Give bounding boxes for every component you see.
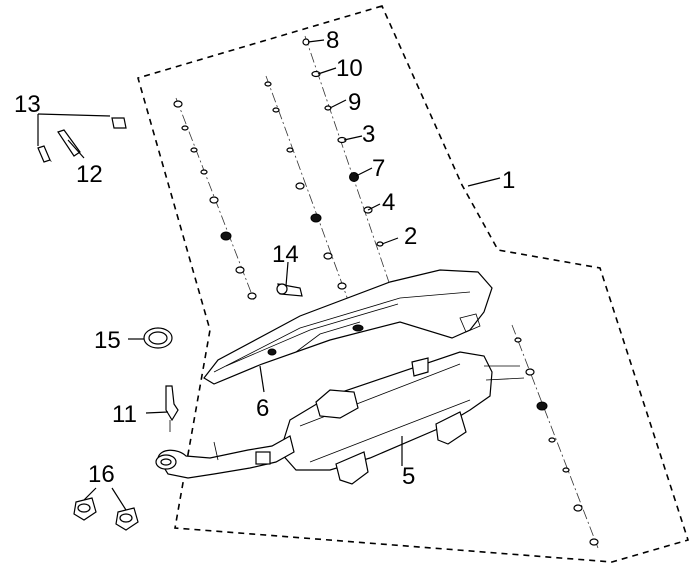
axis-b-fasteners (264, 81, 347, 290)
callout-7: 7 (372, 155, 385, 182)
callout-16: 16 (88, 461, 115, 488)
callout-13: 13 (14, 91, 41, 118)
sensor-part-11 (165, 385, 179, 432)
studs-part-12-13 (37, 117, 127, 163)
assembly-boundary (137, 5, 690, 563)
gasket-part-15 (143, 327, 173, 349)
callout-9: 9 (348, 89, 361, 116)
callout-15: 15 (94, 327, 121, 354)
exhaust-pipe (155, 435, 295, 479)
callout-12: 12 (76, 161, 103, 188)
exploded-axes (39, 35, 599, 549)
bolt-part-14 (276, 283, 303, 297)
callout-10: 10 (336, 55, 363, 82)
heat-shield (203, 269, 493, 385)
callout-3: 3 (362, 121, 375, 148)
callout-1: 1 (502, 167, 515, 194)
callout-labels: 1 2 3 4 5 6 7 8 9 10 11 12 13 14 15 16 (14, 27, 515, 490)
nuts-part-16 (73, 497, 139, 531)
leader-lines (37, 39, 501, 511)
callout-11: 11 (112, 401, 137, 428)
callout-4: 4 (382, 189, 395, 216)
callout-6: 6 (256, 395, 269, 422)
callout-14: 14 (272, 241, 299, 268)
axis-d-fasteners (514, 337, 599, 546)
callout-5: 5 (402, 463, 415, 490)
callout-2: 2 (404, 223, 417, 250)
axis-a-fasteners (173, 100, 257, 300)
callout-8: 8 (326, 27, 339, 54)
muffler (279, 351, 525, 485)
